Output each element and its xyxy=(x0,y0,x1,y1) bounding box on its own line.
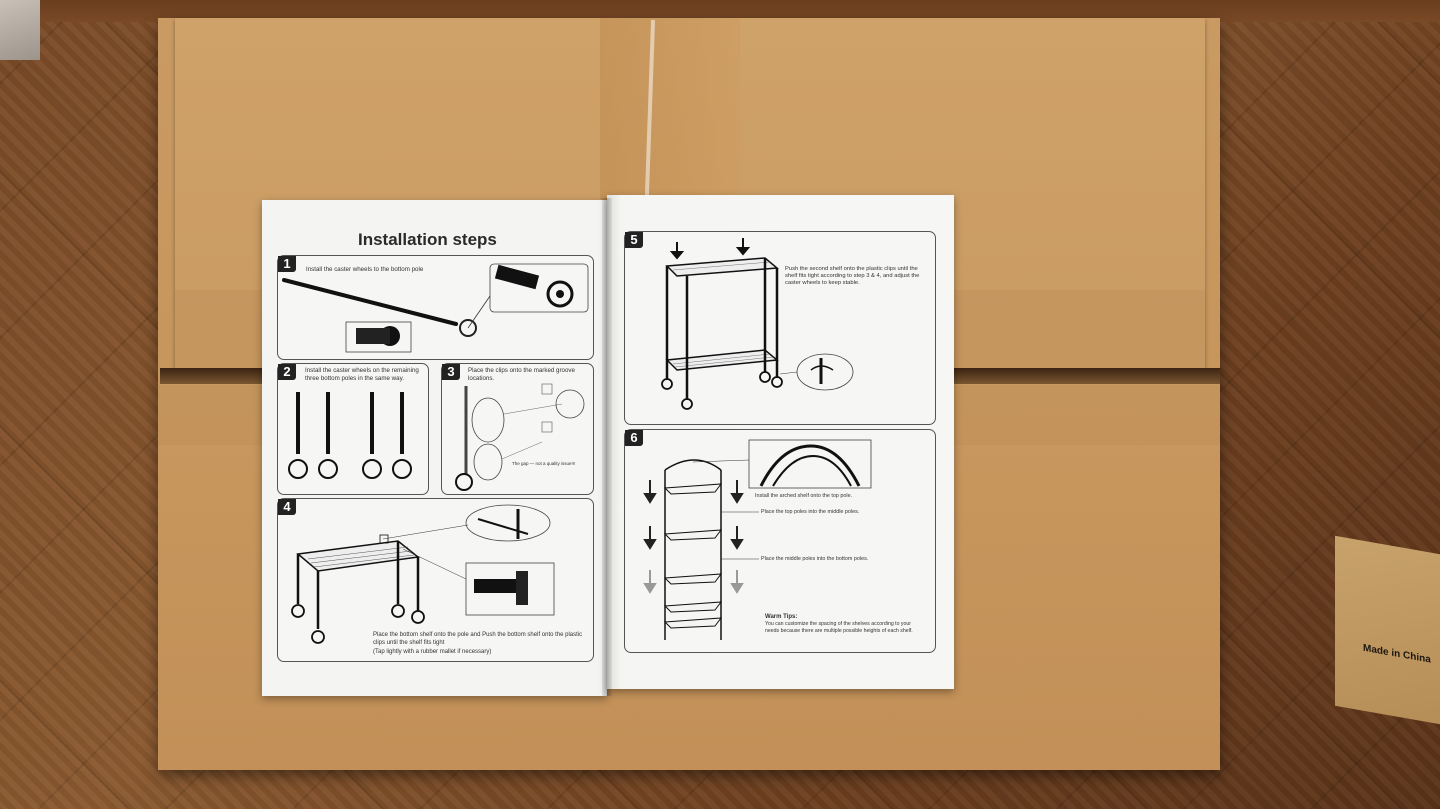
step-1-caption: Install the caster wheels to the bottom … xyxy=(306,266,424,273)
step-6-top-caption: Install the arched shelf onto the top po… xyxy=(755,493,853,499)
manual-right-page: 5 Push the second shelf onto the plastic… xyxy=(607,195,954,689)
step-number: 3 xyxy=(442,364,460,380)
clip-placement-illustration xyxy=(455,383,585,491)
step-number: 5 xyxy=(625,232,643,248)
step-4-note: (Tap lightly with a rubber mallet if nec… xyxy=(373,649,492,655)
step-3-panel: 3 Place the clips onto the marked groove… xyxy=(441,363,594,495)
floor-edge xyxy=(0,0,1440,22)
step-5-caption: Push the second shelf onto the plastic c… xyxy=(785,266,920,286)
manual-title: Installation steps xyxy=(358,230,497,249)
step-2-caption: Install the caster wheels on the remaini… xyxy=(305,367,419,382)
floor-corner-object xyxy=(0,0,40,60)
step-1-panel: 1 Install the caster wheels to the botto… xyxy=(277,255,594,360)
step-3-caption: Place the clips onto the marked groove l… xyxy=(468,367,575,382)
step-number: 6 xyxy=(625,430,643,446)
packing-tape-vertical xyxy=(600,18,740,218)
step-number: 1 xyxy=(278,256,296,272)
step-6-mid-caption: Place the top poles into the middle pole… xyxy=(761,509,860,515)
manual-fold xyxy=(602,198,612,696)
step-2-panel: 2 Install the caster wheels on the remai… xyxy=(277,363,429,495)
warm-tips-text: You can customize the spacing of the she… xyxy=(765,621,913,634)
step-5-panel: 5 Push the second shelf onto the plastic… xyxy=(624,231,936,425)
instruction-manual: Installation steps 1 Install the caster … xyxy=(262,195,954,696)
step-6-bottom-caption: Place the middle poles into the bottom p… xyxy=(761,556,869,562)
step-number: 4 xyxy=(278,499,296,515)
bottom-shelf-illustration xyxy=(291,504,555,644)
made-in-label: Made in China xyxy=(1363,642,1431,666)
manual-left-page: Installation steps 1 Install the caster … xyxy=(262,200,607,696)
four-poles-illustration xyxy=(288,392,412,479)
step-3-note: The gap — not a quality issue!!! xyxy=(512,461,576,466)
pole-and-wheel-illustration xyxy=(282,263,589,353)
step-4-panel: 4 xyxy=(277,498,594,662)
warm-tips-title: Warm Tips: xyxy=(765,614,798,620)
step-4-caption: Place the bottom shelf onto the pole and… xyxy=(373,632,583,646)
step-6-panel: 6 xyxy=(624,429,936,653)
five-tier-shelf-illustration xyxy=(643,439,872,640)
two-shelf-cart-illustration xyxy=(661,238,854,410)
small-box: Made in China xyxy=(1335,535,1440,725)
step-number: 2 xyxy=(278,364,296,380)
